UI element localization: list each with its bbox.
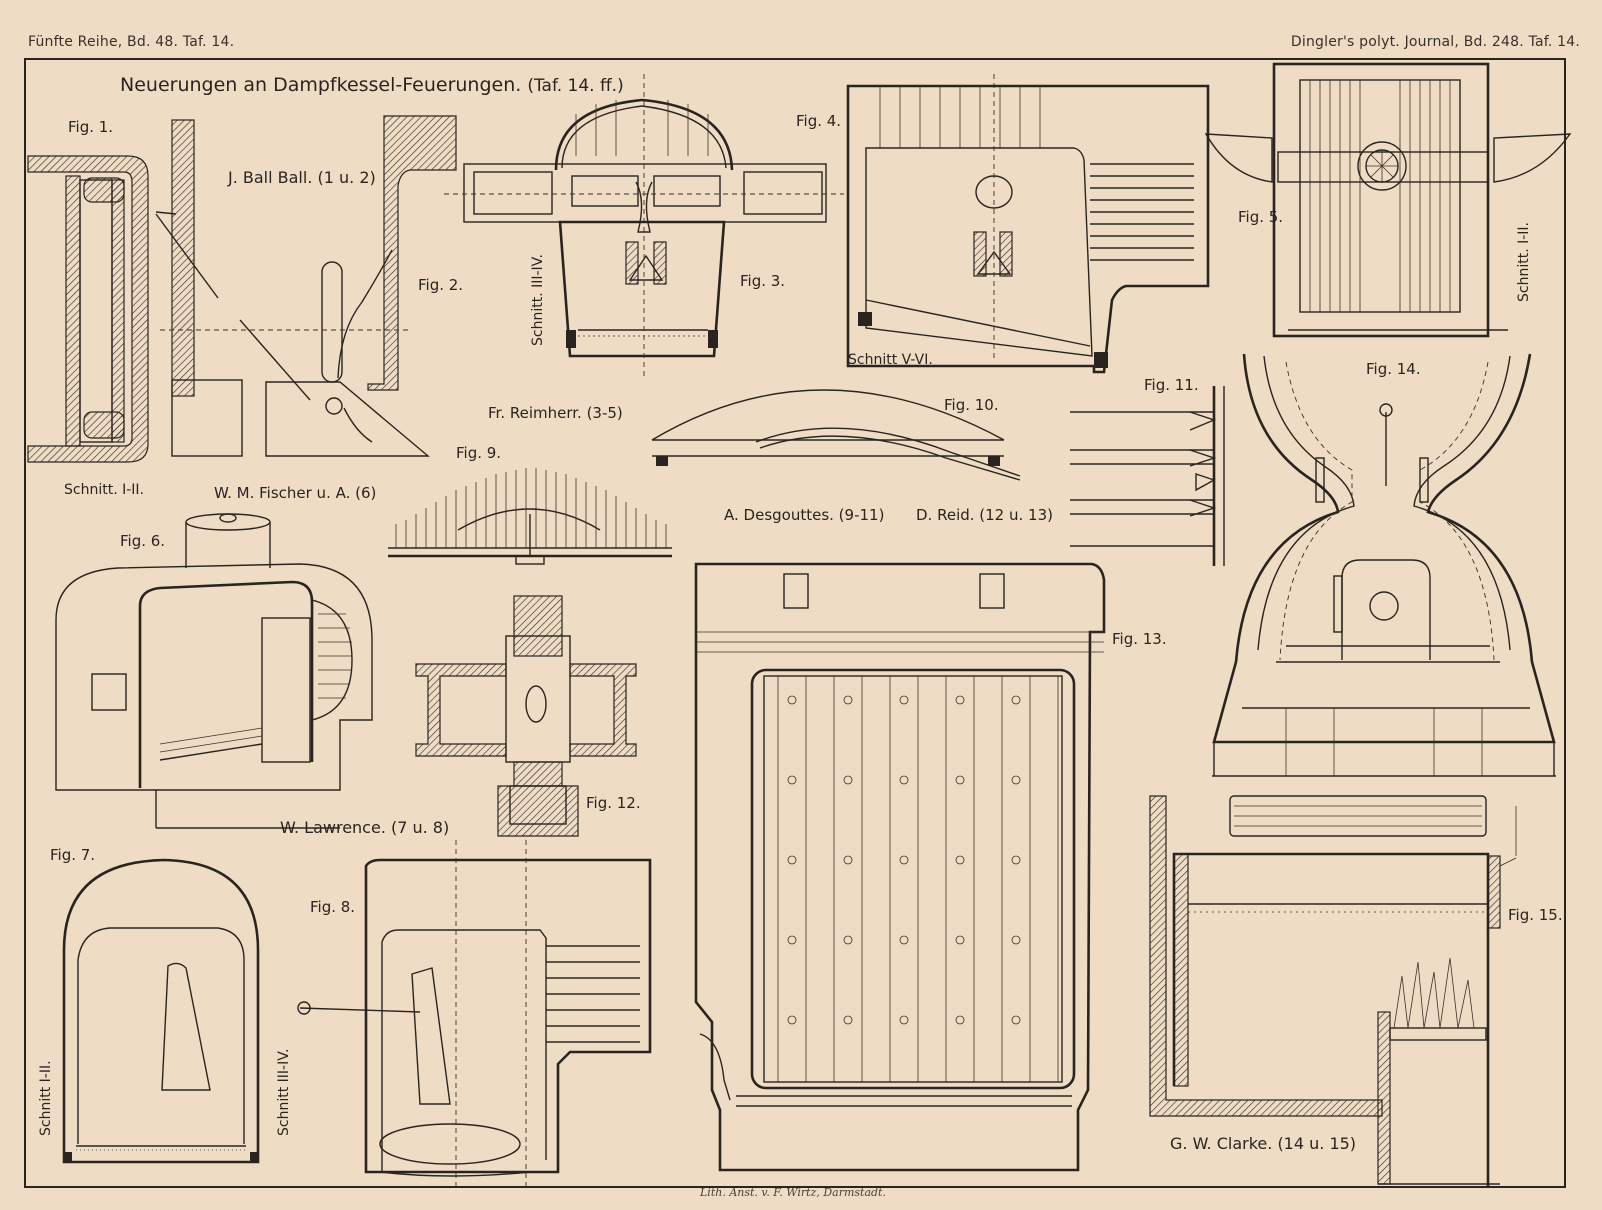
title-sub: (Taf. 14. ff.) — [527, 76, 624, 96]
fig14-label: Fig. 14. — [1366, 360, 1421, 378]
fig3-drawing — [444, 74, 844, 376]
header-right: Dingler's polyt. Journal, Bd. 248. Taf. … — [1290, 34, 1580, 50]
fig13-label: Fig. 13. — [1112, 630, 1167, 648]
fig2-label: Fig. 2. — [418, 276, 464, 294]
fig1-label: Fig. 1. — [68, 118, 114, 136]
title-main: Neuerungen an Dampfkessel-Feuerungen. — [120, 74, 522, 96]
fig1-drawing — [27, 155, 149, 463]
author-ball: J. Ball Ball. (1 u. 2) — [228, 168, 376, 187]
fig11-drawing — [1070, 386, 1225, 566]
section-label-fig5: Schnitt. I-II. — [1516, 222, 1532, 302]
fig15-label: Fig. 15. — [1508, 906, 1563, 924]
fig7-label: Fig. 7. — [50, 846, 96, 864]
author-clarke: G. W. Clarke. (14 u. 15) — [1170, 1134, 1357, 1153]
plate-border — [24, 58, 1566, 1188]
section-label-fig1: Schnitt. I-II. — [64, 482, 144, 498]
fig10-label: Fig. 10. — [944, 396, 999, 414]
author-reimherr: Fr. Reimherr. (3-5) — [488, 404, 623, 422]
author-fischer: W. M. Fischer u. A. (6) — [214, 484, 377, 502]
section-label-fig3: Schnitt. III-IV. — [530, 254, 546, 346]
fig12-label: Fig. 12. — [586, 794, 641, 812]
section-label-fig4: Schnitt V-VI. — [848, 352, 933, 368]
fig7-drawing — [62, 858, 260, 1164]
fig10-drawing — [651, 389, 1021, 481]
fig3-label: Fig. 3. — [740, 272, 786, 290]
fig12-drawing — [415, 595, 637, 837]
fig8-drawing — [297, 840, 652, 1188]
fig15-drawing — [1149, 795, 1517, 1186]
fig6-label: Fig. 6. — [120, 532, 166, 550]
fig9-label: Fig. 9. — [456, 444, 502, 462]
fig5-label: Fig. 5. — [1238, 208, 1284, 226]
fig14-drawing — [1212, 353, 1556, 777]
fig2-drawing — [155, 115, 457, 457]
fig13-drawing — [694, 562, 1106, 1172]
plate-title: Neuerungen an Dampfkessel-Feuerungen. (T… — [120, 74, 624, 96]
section-label-fig7: Schnitt I-II. — [38, 1060, 54, 1136]
fig11-label: Fig. 11. — [1144, 376, 1199, 394]
fig4-drawing — [846, 74, 1210, 374]
section-label-fig8: Schnitt III-IV. — [276, 1048, 292, 1136]
fig6-drawing — [55, 513, 373, 829]
lithographer-credit: Lith. Anst. v. F. Wirtz, Darmstadt. — [700, 1186, 886, 1199]
fig9-drawing — [388, 468, 672, 565]
fig4-label: Fig. 4. — [796, 112, 842, 130]
fig8-label: Fig. 8. — [310, 898, 356, 916]
header-left: Fünfte Reihe, Bd. 48. Taf. 14. — [28, 34, 235, 50]
author-lawrence: W. Lawrence. (7 u. 8) — [280, 818, 450, 837]
author-reid: D. Reid. (12 u. 13) — [916, 506, 1053, 524]
fig5-drawing — [1204, 62, 1572, 338]
author-desgouttes: A. Desgouttes. (9-11) — [724, 506, 885, 524]
